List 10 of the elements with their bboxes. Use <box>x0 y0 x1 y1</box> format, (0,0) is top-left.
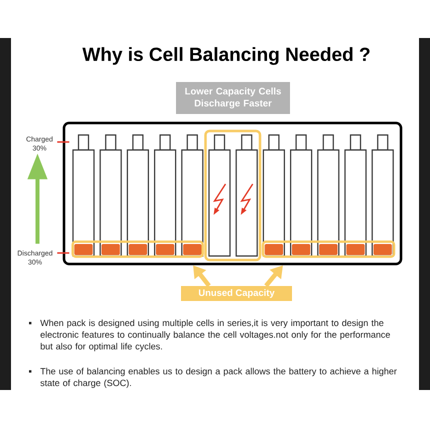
charge-level-bars <box>72 240 204 258</box>
callout-box: Unused Capacity <box>181 286 292 301</box>
leader-line <box>57 141 70 143</box>
bullet-text: The use of balancing enables us to design a pack allows the battery to achieve a higher state of charge (SOC). <box>40 368 397 388</box>
leader-line <box>57 252 70 254</box>
charge-level-bars <box>262 240 396 258</box>
battery-pack-frame <box>62 122 402 266</box>
title: Why is Cell Balancing Needed ? <box>82 47 370 65</box>
callout-box: Lower Capacity Cells Discharge Faster <box>176 82 290 114</box>
bullet-text: When pack is designed using multiple cells in series,it is very important to design the electronic features to continually balance the cell voltages.not only for the performance but also for optimal life cycles. <box>40 320 390 352</box>
